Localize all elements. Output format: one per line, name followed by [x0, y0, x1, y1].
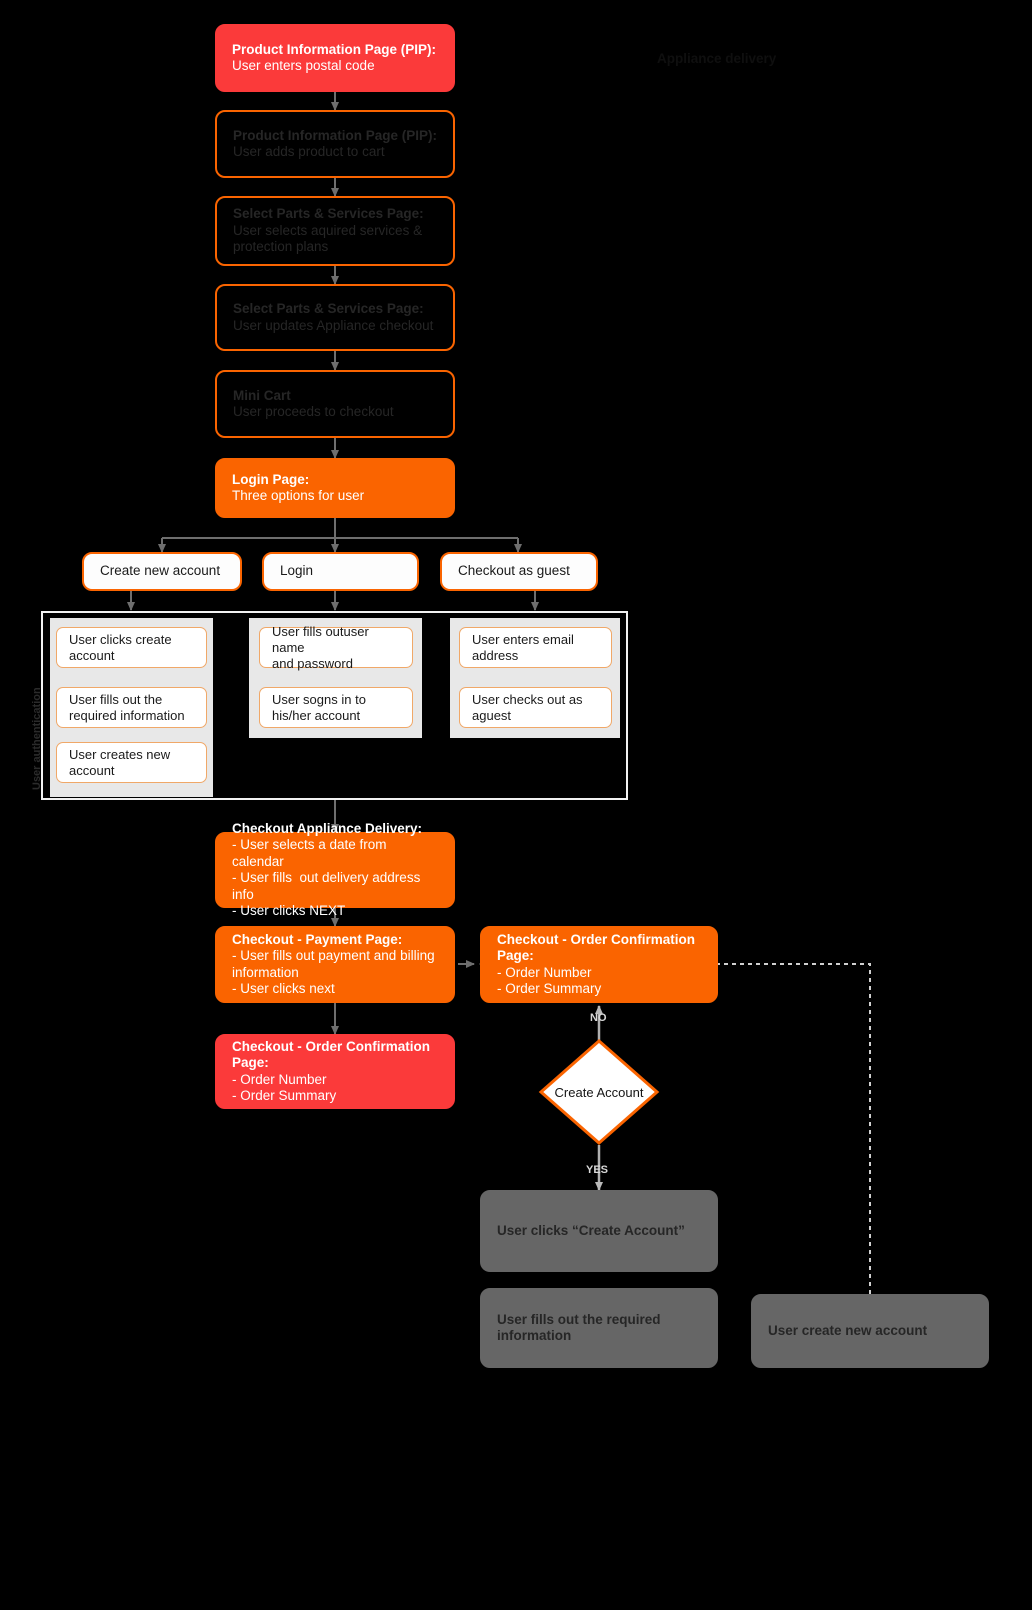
node-body: User adds product to cart	[233, 144, 385, 159]
node-body: - Order Number - Order Summary	[232, 1071, 337, 1104]
card-user-fills-required-info[interactable]: User fills out the required information	[56, 687, 207, 728]
option-checkout-as-guest[interactable]: Checkout as guest	[440, 552, 598, 591]
node-title: Product Information Page (PIP):	[232, 41, 437, 57]
card-user-clicks-create-account[interactable]: User clicks create account	[56, 627, 207, 668]
user-authentication-label: User authentication	[31, 687, 43, 790]
edge-label-yes: YES	[586, 1164, 609, 1176]
node-user-fills-required-information[interactable]: User fills out the required information	[480, 1288, 718, 1368]
card-user-checks-out-guest[interactable]: User checks out as aguest	[459, 687, 612, 728]
option-login[interactable]: Login	[262, 552, 419, 591]
node-parts-services-select[interactable]: Select Parts & Services Page: User selec…	[215, 196, 455, 266]
option-label: Login	[280, 563, 314, 579]
node-checkout-appliance-delivery[interactable]: Checkout Appliance Delivery: - User sele…	[215, 821, 455, 918]
node-title: Checkout - Order Confirmation Page:	[497, 931, 699, 964]
edge-label-no: NO	[590, 1012, 607, 1024]
node-body: Three options for user	[232, 488, 365, 503]
card-label: User clicks create account	[69, 631, 172, 663]
card-label: User fills outuser name and password	[272, 623, 369, 671]
node-mini-cart[interactable]: Mini Cart User proceeds to checkout	[215, 370, 455, 438]
option-label: Checkout as guest	[458, 563, 570, 579]
card-user-fills-username-password[interactable]: User fills outuser name and password	[259, 624, 413, 671]
node-title: Checkout - Payment Page:	[232, 931, 403, 947]
node-pip-add-to-cart[interactable]: Product Information Page (PIP): User add…	[215, 110, 455, 178]
option-label: Create new account	[100, 563, 221, 579]
node-user-clicks-create-account[interactable]: User clicks “Create Account”	[480, 1190, 718, 1272]
node-title: Login Page:	[232, 471, 310, 487]
node-label: User clicks “Create Account”	[497, 1222, 685, 1238]
card-label: User fills out the required information	[69, 691, 185, 723]
node-title: Mini Cart	[233, 387, 291, 403]
card-user-creates-new-account[interactable]: User creates new account	[56, 742, 207, 783]
node-title: Select Parts & Services Page:	[233, 206, 424, 222]
node-body: - User selects a date from calendar - Us…	[232, 837, 421, 918]
node-title: Select Parts & Services Page:	[233, 301, 424, 316]
user-authentication-group	[41, 611, 628, 800]
card-label: User creates new account	[69, 746, 171, 778]
node-order-confirmation-right[interactable]: Checkout - Order Confirmation Page: - Or…	[480, 926, 718, 1003]
card-label: User sogns in to his/her account	[272, 691, 366, 723]
option-create-new-account[interactable]: Create new account	[82, 552, 242, 591]
node-pip-postal-code[interactable]: Product Information Page (PIP): User ent…	[215, 24, 455, 92]
node-body: - Order Number - Order Summary	[497, 964, 602, 997]
node-login-page[interactable]: Login Page: Three options for user	[215, 458, 455, 518]
node-parts-services-update[interactable]: Select Parts & Services Page: User updat…	[215, 284, 455, 351]
node-label: User create new account	[768, 1322, 928, 1338]
node-title: Checkout - Order Confirmation Page:	[232, 1038, 434, 1071]
card-label: User enters email address	[472, 631, 574, 663]
node-body: User selects aquired services & protecti…	[233, 222, 423, 255]
card-user-signs-in[interactable]: User sogns in to his/her account	[259, 687, 413, 728]
node-body: User enters postal code	[232, 58, 375, 73]
node-order-confirmation-left[interactable]: Checkout - Order Confirmation Page: - Or…	[215, 1034, 455, 1109]
node-title: Product Information Page (PIP):	[233, 127, 438, 143]
node-checkout-payment-page[interactable]: Checkout - Payment Page: - User fills ou…	[215, 926, 455, 1003]
node-body: - User fills out payment and billing inf…	[232, 948, 435, 996]
node-label: User fills out the required information	[497, 1311, 661, 1344]
diagram-title: Appliance delivery	[657, 51, 777, 66]
node-body: User proceeds to checkout	[233, 404, 394, 419]
card-user-enters-email[interactable]: User enters email address	[459, 627, 612, 668]
decision-create-account[interactable]: Create Account	[538, 1038, 660, 1146]
decision-label: Create Account	[554, 1084, 644, 1100]
card-label: User checks out as aguest	[472, 691, 583, 723]
node-user-create-new-account[interactable]: User create new account	[751, 1294, 989, 1368]
node-body: User updates Appliance checkout	[233, 317, 434, 333]
node-title: Checkout Appliance Delivery:	[232, 820, 423, 836]
